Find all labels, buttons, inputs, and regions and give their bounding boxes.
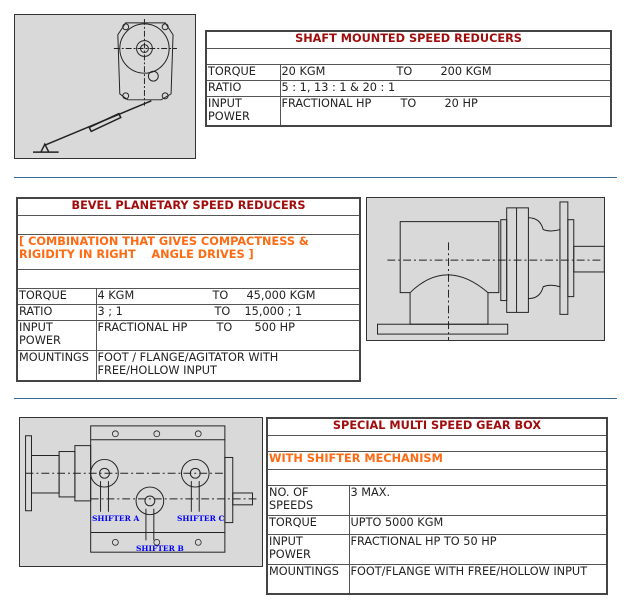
row-value: 4 KGM TO 45,000 KGM: [95, 287, 361, 305]
value-to: 45,000 KGM: [246, 288, 316, 302]
empty-row: [266, 434, 608, 452]
value-to: 20 HP: [444, 96, 478, 110]
value-to-word: TO: [212, 288, 229, 302]
shifter-c-label: SHIFTER C: [177, 514, 225, 523]
empty-row: [16, 214, 361, 235]
row-value: FOOT/FLANGE WITH FREE/HOLLOW INPUT: [348, 563, 608, 595]
value-to-word: TO: [214, 304, 231, 318]
section-divider: [14, 177, 617, 178]
row-label: NO. OF SPEEDS: [266, 484, 350, 516]
value-to-word: TO: [396, 64, 413, 78]
shaft-mounted-reducer-drawing: [14, 14, 196, 159]
section-title: BEVEL PLANETARY SPEED REDUCERS: [16, 197, 361, 216]
row-label: MOUNTINGS: [266, 563, 350, 595]
section-title: SHAFT MOUNTED SPEED REDUCERS: [205, 30, 612, 49]
shifter-b-label: SHIFTER B: [136, 544, 184, 553]
row-label: TORQUE: [205, 63, 281, 81]
section-subtitle: [ COMBINATION THAT GIVES COMPACTNESS & R…: [16, 233, 361, 270]
value-to: 200 KGM: [440, 64, 492, 78]
row-label: MOUNTINGS: [16, 349, 97, 382]
section-subtitle: WITH SHIFTER MECHANISM: [266, 450, 608, 470]
row-value: 5 : 1, 13 : 1 & 20 : 1: [279, 79, 612, 97]
row-value: FOOT / FLANGE/AGITATOR WITH FREE/HOLLOW …: [95, 349, 361, 382]
multi-speed-gearbox-drawing: SHIFTER A SHIFTER B SHIFTER C: [19, 417, 263, 567]
row-label: INPUT POWER: [16, 319, 97, 351]
row-value: FRACTIONAL HP TO 500 HP: [95, 319, 361, 351]
value-to: 15,000 ; 1: [244, 304, 303, 318]
row-label: TORQUE: [266, 514, 350, 535]
row-value: UPTO 5000 KGM: [348, 514, 608, 535]
row-value: FRACTIONAL HP TO 20 HP: [279, 95, 612, 127]
value-from: FRACTIONAL HP: [281, 96, 372, 110]
row-label: TORQUE: [16, 287, 97, 305]
row-label: RATIO: [205, 79, 281, 97]
row-value: 3 MAX.: [348, 484, 608, 516]
section-title: SPECIAL MULTI SPEED GEAR BOX: [266, 417, 608, 436]
section-divider: [14, 398, 617, 399]
row-value: FRACTIONAL HP TO 50 HP: [348, 533, 608, 565]
value-to: 500 HP: [254, 320, 295, 334]
row-label: INPUT POWER: [266, 533, 350, 565]
shifter-a-label: SHIFTER A: [92, 514, 140, 523]
value-to-word: TO: [400, 96, 417, 110]
empty-row: [16, 268, 361, 289]
value-from: 4 KGM: [97, 288, 135, 302]
shaft-mounted-spec-table: SHAFT MOUNTED SPEED REDUCERS TORQUE 20 K…: [205, 30, 612, 127]
value-to-word: TO: [216, 320, 233, 334]
value-from: FRACTIONAL HP: [97, 320, 188, 334]
multi-speed-spec-table: SPECIAL MULTI SPEED GEAR BOX WITH SHIFTE…: [266, 417, 608, 595]
row-value: 20 KGM TO 200 KGM: [279, 63, 612, 81]
row-label: INPUT POWER: [205, 95, 281, 127]
bevel-planetary-spec-table: BEVEL PLANETARY SPEED REDUCERS [ COMBINA…: [16, 197, 361, 382]
bevel-planetary-reducer-drawing: [366, 197, 605, 341]
empty-row: [205, 47, 612, 65]
empty-row: [266, 468, 608, 486]
row-value: 3 ; 1 TO 15,000 ; 1: [95, 303, 361, 321]
row-label: RATIO: [16, 303, 97, 321]
value-from: 20 KGM: [281, 64, 326, 78]
value-from: 3 ; 1: [97, 304, 123, 318]
